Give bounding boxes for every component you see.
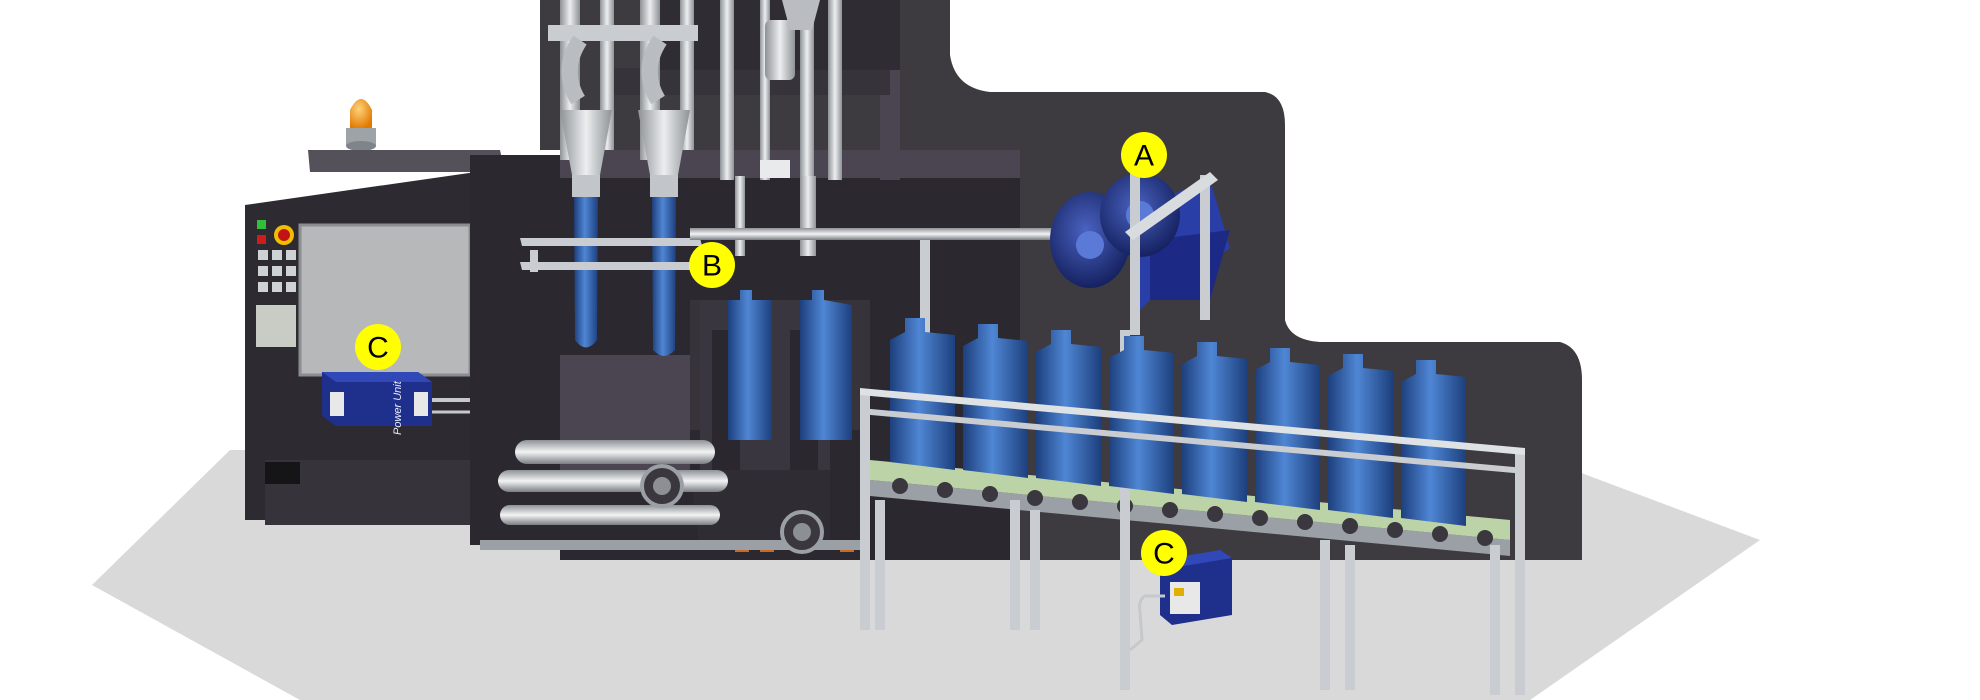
keypad-icon — [258, 250, 296, 292]
callout-c-right-label: C — [1153, 538, 1175, 571]
callout-c-left-label: C — [367, 332, 389, 365]
callout-c-right: C — [1141, 530, 1187, 576]
stop-button-icon — [257, 235, 266, 244]
warning-beacon-icon — [346, 99, 376, 151]
output-conveyor — [860, 318, 1525, 695]
servo-motor-assembly — [1050, 170, 1230, 335]
callout-a: A — [1121, 132, 1167, 178]
callout-b-label: B — [702, 250, 722, 283]
callout-b: B — [689, 242, 735, 288]
callout-a-label: A — [1134, 140, 1154, 173]
power-unit-label: Power Unit — [392, 380, 404, 435]
emergency-stop-icon — [274, 225, 294, 245]
callout-c-left: C — [355, 324, 401, 370]
start-button-icon — [257, 220, 266, 229]
blow-molding-machine — [470, 0, 1210, 560]
